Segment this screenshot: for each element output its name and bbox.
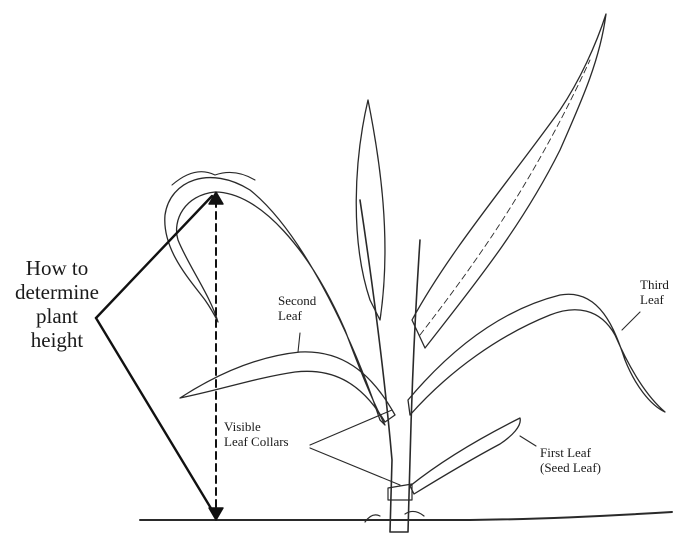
third-leaf-label-line-2: Leaf: [640, 293, 669, 308]
upper-right-leaf: [412, 14, 606, 348]
drooping-top-leaf-wave: [172, 172, 255, 185]
drooping-top-leaf: [165, 178, 385, 425]
leaf-collar-pointer-upper: [310, 410, 392, 445]
second-leaf: [180, 352, 395, 422]
height-label-pointer-top: [96, 196, 212, 318]
third-leaf-label-line-1: Third: [640, 278, 669, 293]
first-leaf: [410, 418, 520, 494]
leaf-collar-pointer-lower: [310, 448, 400, 485]
third-leaf-label: Third Leaf: [640, 278, 669, 308]
first-leaf-label-line-1: First Leaf: [540, 446, 601, 461]
plant-height-label-line-4: height: [14, 328, 100, 352]
plant-height-label-line-3: plant: [14, 304, 100, 328]
plant-height-label-line-1: How to: [14, 256, 100, 280]
plant-height-label: How to determine plant height: [14, 256, 100, 353]
second-leaf-label-line-2: Leaf: [278, 309, 316, 324]
first-leaf-label: First Leaf (Seed Leaf): [540, 446, 601, 476]
third-leaf: [408, 294, 665, 415]
second-leaf-label-line-1: Second: [278, 294, 316, 309]
second-leaf-label: Second Leaf: [278, 294, 316, 324]
visible-leaf-collars-label-line-1: Visible: [224, 420, 289, 435]
second-leaf-pointer: [298, 333, 300, 352]
visible-leaf-collars-label: Visible Leaf Collars: [224, 420, 289, 450]
plant-height-label-line-2: determine: [14, 280, 100, 304]
visible-leaf-collars-label-line-2: Leaf Collars: [224, 435, 289, 450]
third-leaf-pointer: [622, 312, 640, 330]
first-leaf-pointer: [520, 436, 536, 446]
upper-right-leaf-midrib: [420, 60, 590, 335]
first-leaf-label-line-2: (Seed Leaf): [540, 461, 601, 476]
height-label-pointer-bottom: [96, 318, 212, 510]
central-upright-leaf: [356, 100, 385, 320]
stalk: [360, 200, 420, 532]
